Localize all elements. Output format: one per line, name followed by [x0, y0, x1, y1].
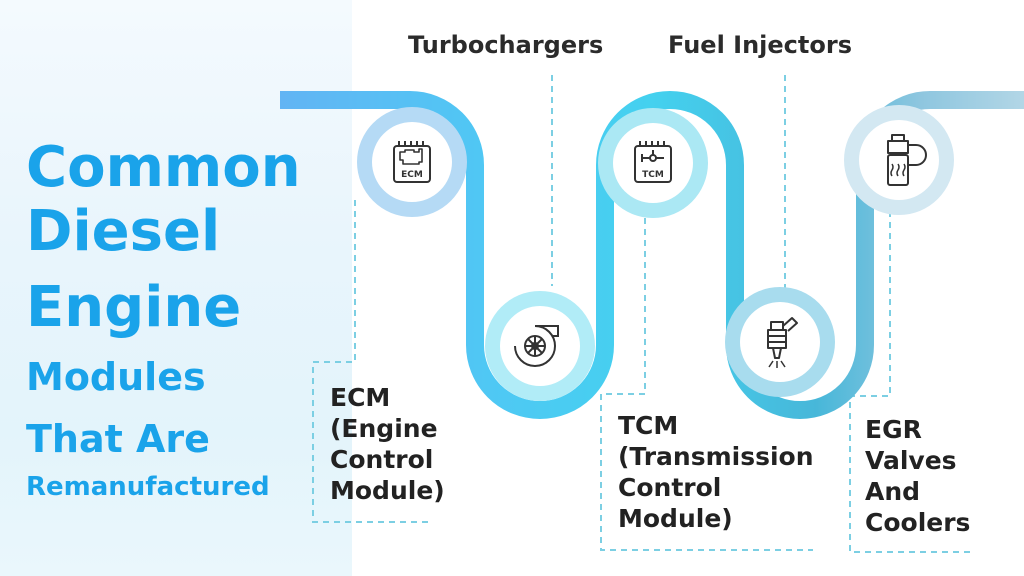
winding-path: [280, 91, 1024, 419]
tcm-label-line-1: TCM: [618, 411, 679, 440]
title-line-5: That Are: [26, 417, 210, 461]
egr-label: EGR Valves And Coolers: [865, 414, 970, 538]
egr-label-line-2: Valves: [865, 446, 957, 475]
title-line-6: Remanufactured: [26, 472, 270, 502]
title-line-3: Engine: [26, 275, 242, 340]
egr-label-line-3: And: [865, 477, 921, 506]
tcm-icon: TCM: [634, 141, 672, 183]
egr-label-line-1: EGR: [865, 415, 922, 444]
ecm-icon: ECM: [393, 141, 431, 183]
tcm-label-line-2: (Transmission: [618, 442, 814, 471]
fuel-injectors-label: Fuel Injectors: [668, 31, 852, 59]
ecm-label-line-4: Module): [330, 476, 445, 505]
egr-label-line-4: Coolers: [865, 508, 971, 537]
title-line-4: Modules: [26, 355, 206, 399]
ecm-icon-label: ECM: [401, 170, 423, 180]
fuel-injector-icon: [767, 317, 798, 368]
turbocharger-icon: [514, 325, 559, 367]
ecm-label-line-1: ECM: [330, 383, 391, 412]
tcm-connector: [600, 218, 813, 551]
ecm-label: ECM (Engine Control Module): [330, 382, 445, 506]
tcm-label-line-4: Module): [618, 504, 733, 533]
tcm-icon-label: TCM: [642, 170, 664, 180]
node-ecm: [357, 107, 467, 217]
title-line-2: Diesel: [26, 199, 221, 264]
title-line-1: Common: [26, 135, 301, 200]
node-tcm: [598, 108, 708, 218]
ecm-label-line-3: Control: [330, 445, 434, 474]
ecm-label-line-2: (Engine: [330, 414, 438, 443]
node-egr: [844, 105, 954, 215]
tcm-label-line-3: Control: [618, 473, 722, 502]
tcm-label: TCM (Transmission Control Module): [618, 410, 814, 534]
egr-valve-icon: [887, 134, 927, 186]
ecm-connector: [312, 200, 433, 523]
turbochargers-label: Turbochargers: [408, 31, 604, 59]
